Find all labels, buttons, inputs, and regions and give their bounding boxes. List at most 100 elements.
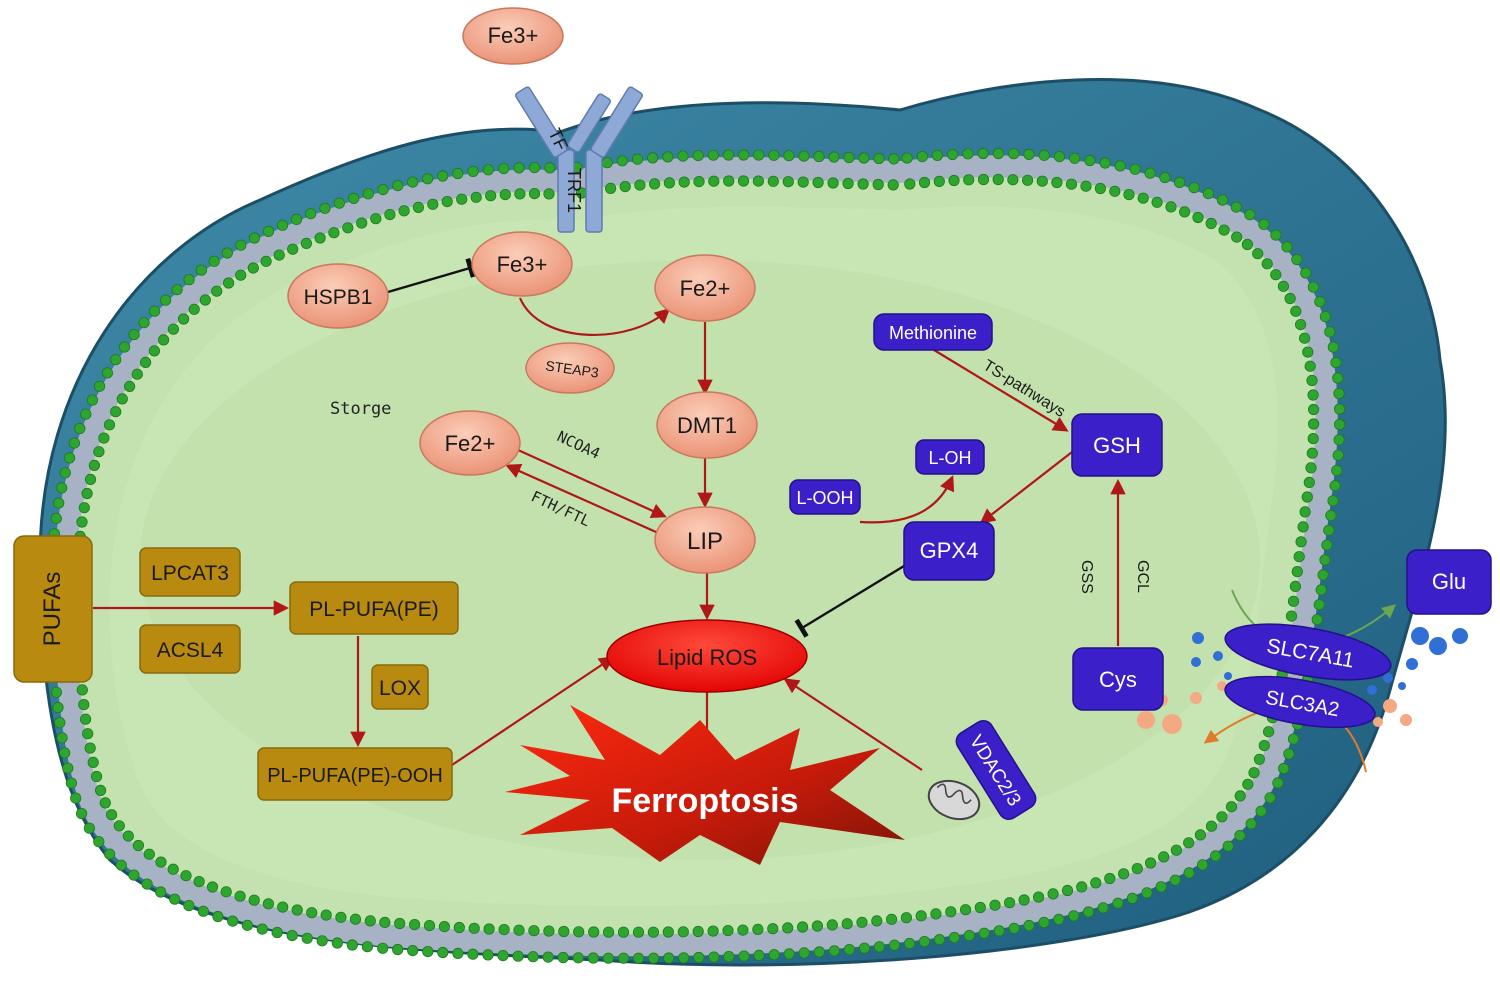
membrane-bead: [1314, 296, 1326, 308]
membrane-bead: [1141, 887, 1153, 899]
arrow-store-to-lip: [517, 448, 667, 518]
membrane-bead: [631, 153, 644, 165]
membrane-bead: [1302, 346, 1314, 358]
membrane-bead: [1099, 157, 1111, 169]
fe3-inside-text: Fe3+: [497, 252, 548, 277]
membrane-bead: [931, 149, 944, 161]
membrane-bead: [1192, 211, 1204, 224]
membrane-bead: [558, 925, 570, 938]
membrane-bead: [116, 393, 128, 405]
membrane-bead: [1007, 174, 1019, 186]
membrane-bead: [1287, 733, 1300, 745]
membrane-bead: [1144, 167, 1156, 179]
membrane-bead: [1008, 922, 1020, 934]
membrane-bead: [422, 945, 434, 958]
node-lox: LOX: [371, 664, 429, 710]
membrane-bead: [989, 899, 1001, 911]
membrane-bead: [722, 924, 734, 937]
membrane-bead: [918, 935, 931, 948]
membrane-bead: [916, 151, 928, 163]
membrane-bead: [98, 432, 110, 444]
membrane-bead: [888, 153, 900, 165]
membrane-bead: [155, 856, 167, 868]
membrane-bead: [1076, 881, 1088, 893]
l-ooh-text: L-OOH: [796, 488, 853, 508]
membrane-bead: [1313, 599, 1325, 611]
membrane-bead: [1255, 805, 1267, 817]
membrane-bead: [856, 916, 868, 928]
membrane-bead: [113, 820, 125, 832]
membrane-bead: [1061, 884, 1074, 897]
membrane-bead: [93, 836, 105, 848]
membrane-bead: [467, 165, 479, 177]
membrane-bead: [513, 924, 525, 936]
membrane-bead: [1332, 449, 1344, 461]
membrane-bead: [1300, 267, 1312, 279]
membrane-bead: [195, 264, 207, 276]
arrow-lip-to-store: [505, 463, 657, 534]
membrane-bead: [70, 792, 82, 804]
membrane-bead: [1069, 152, 1081, 164]
membrane-bead: [1038, 916, 1050, 929]
membrane-bead: [320, 909, 332, 921]
membrane-bead: [963, 174, 975, 186]
membrane-bead: [470, 191, 482, 203]
lox-text: LOX: [379, 677, 421, 700]
membrane-bead: [1023, 919, 1035, 932]
membrane-bead: [485, 190, 497, 202]
membrane-bead: [1084, 154, 1096, 167]
membrane-bead: [528, 162, 541, 174]
membrane-bead: [826, 919, 838, 931]
membrane-bead: [828, 151, 840, 163]
membrane-bead: [1258, 218, 1270, 230]
membrane-bead: [647, 952, 660, 964]
node-l-ooh: L-OOH: [789, 479, 861, 515]
membrane-bead: [1137, 192, 1149, 204]
membrane-bead: [647, 152, 659, 164]
membrane-bead: [53, 497, 65, 509]
membrane-bead: [291, 904, 303, 916]
membrane-bead: [945, 906, 957, 918]
membrane-bead: [1018, 894, 1030, 906]
membrane-bead: [223, 277, 235, 289]
membrane-bead: [306, 907, 318, 919]
membrane-bead: [1248, 767, 1260, 779]
membrane-bead: [933, 175, 945, 187]
membrane-bead: [1036, 175, 1048, 187]
membrane-bead: [87, 756, 99, 769]
membrane-bead: [1293, 551, 1305, 563]
membrane-bead: [1333, 434, 1345, 446]
membrane-bead: [407, 944, 419, 957]
node-pl-pufa: PL-PUFA(PE): [289, 581, 459, 635]
membrane-bead: [1253, 753, 1266, 765]
membrane-bead: [1304, 360, 1316, 372]
membrane-bead: [1245, 818, 1257, 830]
membrane-bead: [241, 919, 253, 931]
membrane-bead: [1325, 509, 1337, 522]
membrane-bead: [333, 197, 345, 209]
membrane-bead: [143, 848, 155, 860]
membrane-bead: [813, 946, 825, 958]
membrane-bead: [798, 947, 810, 959]
node-hspb1: HSPB1: [287, 263, 389, 329]
membrane-beads: [46, 147, 1346, 964]
membrane-bead: [1301, 491, 1313, 503]
membrane-bead: [708, 951, 720, 963]
membrane-bead: [56, 482, 68, 494]
membrane-bead: [677, 150, 689, 162]
membrane-bead: [1329, 480, 1341, 492]
lipid-ros-text: Lipid ROS: [657, 645, 757, 670]
membrane-bead: [543, 188, 555, 200]
membrane-bead: [305, 208, 317, 220]
membrane-bead: [662, 926, 674, 938]
membrane-bead: [394, 917, 406, 930]
membrane-bead: [871, 915, 883, 927]
membrane-bead: [452, 167, 464, 180]
membrane-bead: [62, 762, 74, 774]
membrane-bead: [604, 182, 617, 194]
membrane-bead: [482, 164, 494, 176]
node-pl-pufa-ooh: PL-PUFA(PE)-OOH: [257, 747, 453, 801]
membrane-bead: [356, 217, 368, 229]
membrane-bead: [813, 150, 825, 163]
membrane-bead: [171, 284, 183, 296]
